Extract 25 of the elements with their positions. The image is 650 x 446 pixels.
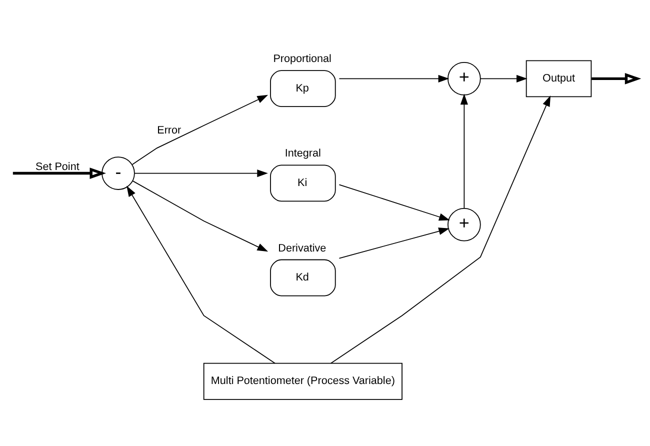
arrow (132, 180, 268, 252)
arrow (460, 93, 468, 208)
arrow (480, 74, 528, 82)
arrow (330, 95, 551, 364)
arrow (338, 227, 450, 258)
node-label: Integral (284, 147, 321, 160)
node-circle: + (448, 207, 481, 241)
arrow (134, 169, 268, 177)
arrow (592, 72, 642, 84)
node-box: Ki (270, 164, 336, 202)
arrow (126, 185, 276, 364)
edge-label: Error (157, 124, 182, 136)
node-label: Proportional (273, 52, 332, 65)
node-box: Kp (270, 70, 336, 107)
node-box: Output (526, 60, 592, 97)
node-box: Kd (270, 258, 336, 296)
edge-label: Set Point (36, 160, 80, 173)
node-label: Derivative (278, 242, 326, 254)
arrow (132, 94, 268, 164)
arrow (12, 167, 106, 178)
arrow (338, 74, 450, 82)
arrow (338, 184, 450, 220)
node-box: Multi Potentiometer (Process Variable) (203, 362, 402, 400)
node-circle: + (448, 62, 481, 95)
node-circle: - (102, 156, 135, 190)
